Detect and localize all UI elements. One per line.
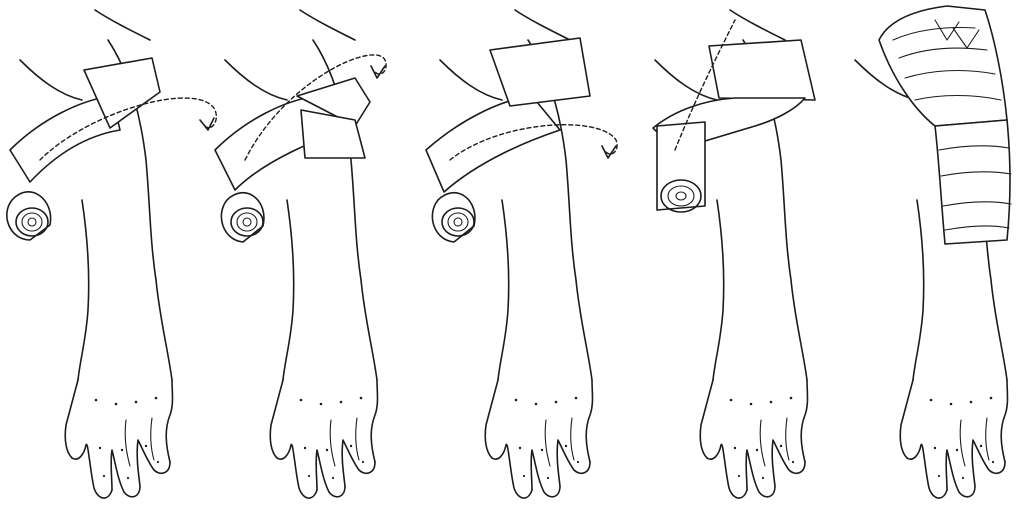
bandage-cap <box>490 38 590 106</box>
bandage-roll-icon <box>221 193 264 242</box>
panel-step-3 <box>426 10 617 498</box>
panel-step-1 <box>7 10 217 498</box>
bandaged-shoulder <box>879 6 1007 126</box>
bandage-roll-icon <box>7 192 51 240</box>
bandage-strip <box>426 96 560 192</box>
panel-step-4 <box>653 10 815 498</box>
panel-step-5 <box>855 6 1011 498</box>
bandage-cap <box>709 40 815 100</box>
bandage-roll-icon <box>432 193 475 242</box>
panel-step-2 <box>215 10 386 498</box>
bandaged-upper-arm <box>935 120 1011 244</box>
